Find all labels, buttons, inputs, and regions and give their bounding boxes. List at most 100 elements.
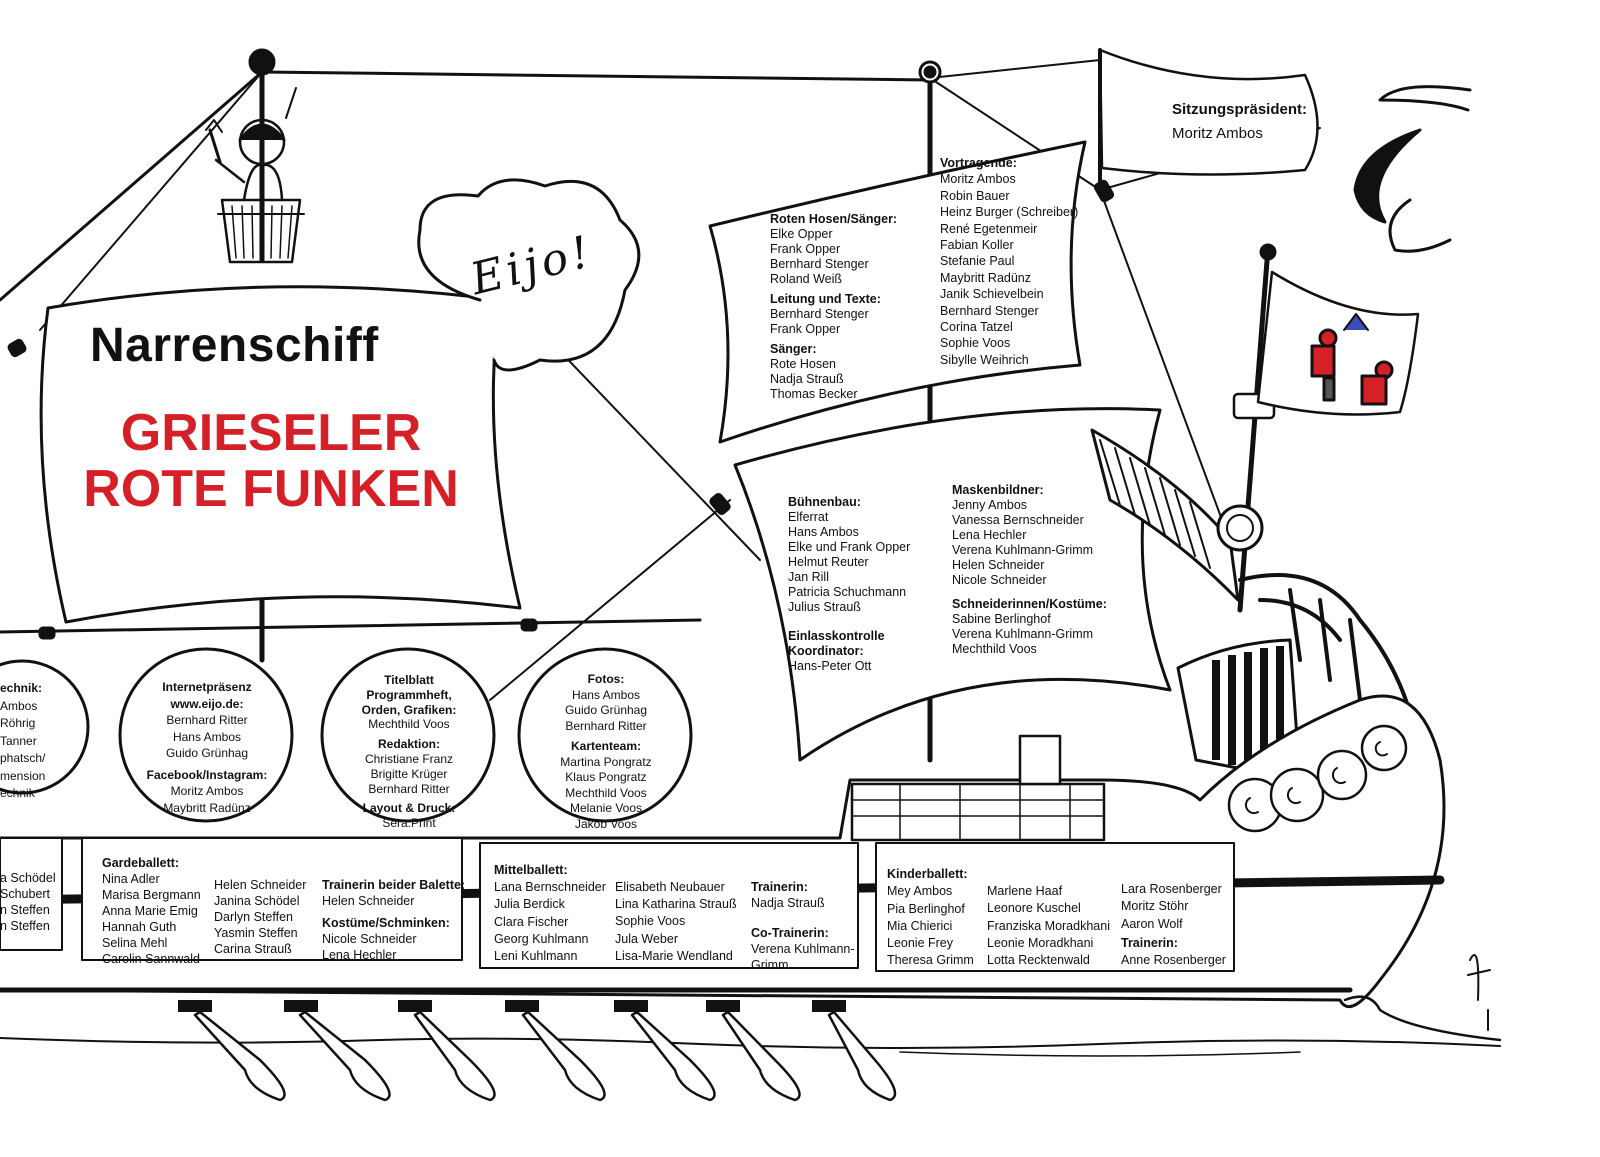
name-item: Vanessa Bernschneider: [952, 513, 1084, 527]
name-item: Christiane Franz: [364, 751, 454, 766]
name-item: Helen Schneider: [214, 878, 307, 892]
group-heading: echnik:: [0, 681, 43, 695]
name-item: Lena Hechler: [322, 948, 397, 962]
name-item: Ambos: [0, 698, 38, 713]
name-item: Thomas Becker: [770, 387, 858, 401]
sail-roten-hosen: Roten Hosen/Sänger: Elke Opper Frank Opp…: [770, 212, 897, 402]
strip-gardeballett-col2: Helen Schneider Janina Schödel Darlyn St…: [214, 877, 306, 957]
group-heading: Roten Hosen/Sänger:: [770, 212, 898, 226]
name-item: Franziska Moradkhani: [987, 918, 1110, 933]
name-item: Leonie Frey: [887, 936, 954, 951]
name-item: Nicole Schneider: [322, 932, 417, 946]
shield-titelblatt: Titelblatt Programmheft, Orden, Grafiken…: [348, 673, 470, 831]
strip-mittelballett-trainer: Trainerin: Nadja Strauß Co-Trainerin: Ve…: [751, 879, 855, 973]
name-item: Verena Kuhlmann-: [751, 942, 855, 956]
name-item: Hans Ambos: [571, 687, 641, 702]
name-item: Frank Opper: [770, 242, 841, 256]
name-item: Fabian Koller: [940, 238, 1014, 253]
group-heading: Trainerin:: [751, 880, 808, 894]
group-heading: Facebook/Instagram:: [146, 767, 268, 782]
name-item: Verena Kuhlmann-Grimm: [952, 627, 1094, 641]
group-heading: Fotos:: [587, 672, 625, 686]
name-item: Marlene Haaf: [987, 884, 1063, 898]
strip-kinderballett: Kinderballett: Mey Ambos Pia Berlinghof …: [887, 866, 974, 970]
group-heading: Kinderballett:: [887, 867, 968, 881]
group-heading: Maskenbildner:: [952, 483, 1044, 497]
name-item: Roland Weiß: [770, 272, 843, 286]
name-item: mension: [0, 768, 46, 783]
name-item: Moritz Stöhr: [1121, 899, 1189, 914]
name-item: Pia Berlinghof: [887, 901, 965, 916]
name-item: n Steffen: [0, 903, 50, 917]
group-heading: Redaktion:: [377, 737, 440, 752]
group-heading: Internetpräsenz www.eijo.de:: [162, 680, 252, 711]
name-item: Maybritt Radünz: [940, 270, 1032, 285]
name-item: Elferrat: [788, 510, 829, 524]
name-item: Anne Rosenberger: [1121, 953, 1226, 968]
name-item: Jenny Ambos: [952, 498, 1028, 512]
name-item: Hans Ambos: [172, 729, 242, 744]
name-item: Martina Pongratz: [560, 754, 652, 769]
name-item: Lena Hechler: [952, 528, 1027, 542]
name-item: Hans-Peter Ott: [788, 659, 872, 673]
name-item: Frank Opper: [770, 322, 841, 336]
sitzungspraesident-name: Moritz Ambos: [1172, 125, 1263, 142]
name-item: Lina Katharina Strauß: [615, 897, 737, 912]
strip-gardeballett-trainer: Trainerin beider Balette: Helen Schneide…: [322, 877, 465, 963]
name-item: Julia Berdick: [494, 897, 565, 912]
name-item: Grimm: [751, 958, 789, 972]
name-item: Leonie Moradkhani: [987, 935, 1094, 950]
name-item: Helen Schneider: [952, 558, 1045, 572]
group-heading: Sänger:: [770, 342, 817, 356]
name-item: Klaus Pongratz: [565, 770, 647, 784]
name-item: Mey Ambos: [887, 884, 953, 899]
name-item: Lara Rosenberger: [1121, 882, 1222, 896]
name-item: Marisa Bergmann: [102, 888, 201, 902]
name-item: Carolin Sannwald: [102, 952, 200, 966]
group-heading: Leitung und Texte:: [770, 292, 881, 306]
name-item: Julius Strauß: [788, 600, 861, 614]
sitzungspraesident-heading: Sitzungspräsident:: [1172, 101, 1308, 118]
name-item: Mia Chierici: [887, 918, 953, 933]
name-item: René Egetenmeir: [940, 221, 1038, 236]
name-item: Sera.Print: [382, 816, 436, 831]
name-item: Lotta Recktenwald: [987, 953, 1090, 968]
name-item: Sabine Berlinghof: [952, 612, 1051, 626]
name-item: Maybritt Radünz: [163, 800, 251, 815]
name-item: Elisabeth Neubauer: [615, 880, 725, 894]
name-item: Selina Mehl: [102, 936, 168, 950]
shield-fotos: Fotos: Hans Ambos Guido Grünhag Bernhard…: [545, 672, 667, 832]
name-item: Mechthild Voos: [952, 642, 1037, 656]
name-item: Hannah Guth: [102, 920, 177, 934]
name-item: Yasmin Steffen: [214, 926, 298, 940]
name-item: Heinz Burger (Schreiber): [940, 205, 1079, 220]
name-item: Nicole Schneider: [952, 573, 1047, 587]
name-item: Sophie Voos: [940, 336, 1011, 351]
name-item: Janik Schievelbein: [940, 287, 1044, 302]
name-item: Corina Tatzel: [940, 320, 1013, 335]
name-item: Bernhard Ritter: [565, 718, 647, 733]
group-heading: Mittelballett:: [494, 863, 568, 877]
name-item: Bernhard Ritter: [166, 713, 248, 727]
name-item: a Schödel: [0, 871, 56, 885]
name-item: Carina Strauß: [214, 942, 292, 956]
name-item: echnik: [0, 786, 35, 800]
club-name-line-1: GRIESELER: [120, 404, 422, 462]
strip-mittelballett: Mittelballett: Lana Bernschneider Julia …: [494, 862, 606, 965]
sail-buehnenbau: Bühnenbau: Elferrat Hans Ambos Elke und …: [788, 495, 910, 674]
name-item: Nina Adler: [102, 872, 160, 886]
group-heading: Layout & Druck:: [362, 801, 456, 816]
sitzungspraesident-flag: Sitzungspräsident: Moritz Ambos: [1172, 98, 1307, 146]
name-item: Jula Weber: [615, 931, 678, 946]
name-item: Brigitte Krüger: [370, 766, 448, 781]
group-heading: Kostüme/Schminken:: [322, 916, 450, 930]
strip-kinderballett-col3: Lara Rosenberger Moritz Stöhr Aaron Wolf…: [1121, 881, 1226, 969]
name-item: Melanie Voos: [569, 801, 643, 815]
name-item: Patricia Schuchmann: [788, 585, 907, 599]
group-heading: Co-Trainerin:: [751, 926, 829, 940]
name-item: Rote Hosen: [770, 357, 837, 371]
name-item: Robin Bauer: [940, 188, 1010, 203]
name-item: Janina Schödel: [214, 894, 300, 908]
name-item: Moritz Ambos: [940, 172, 1016, 187]
